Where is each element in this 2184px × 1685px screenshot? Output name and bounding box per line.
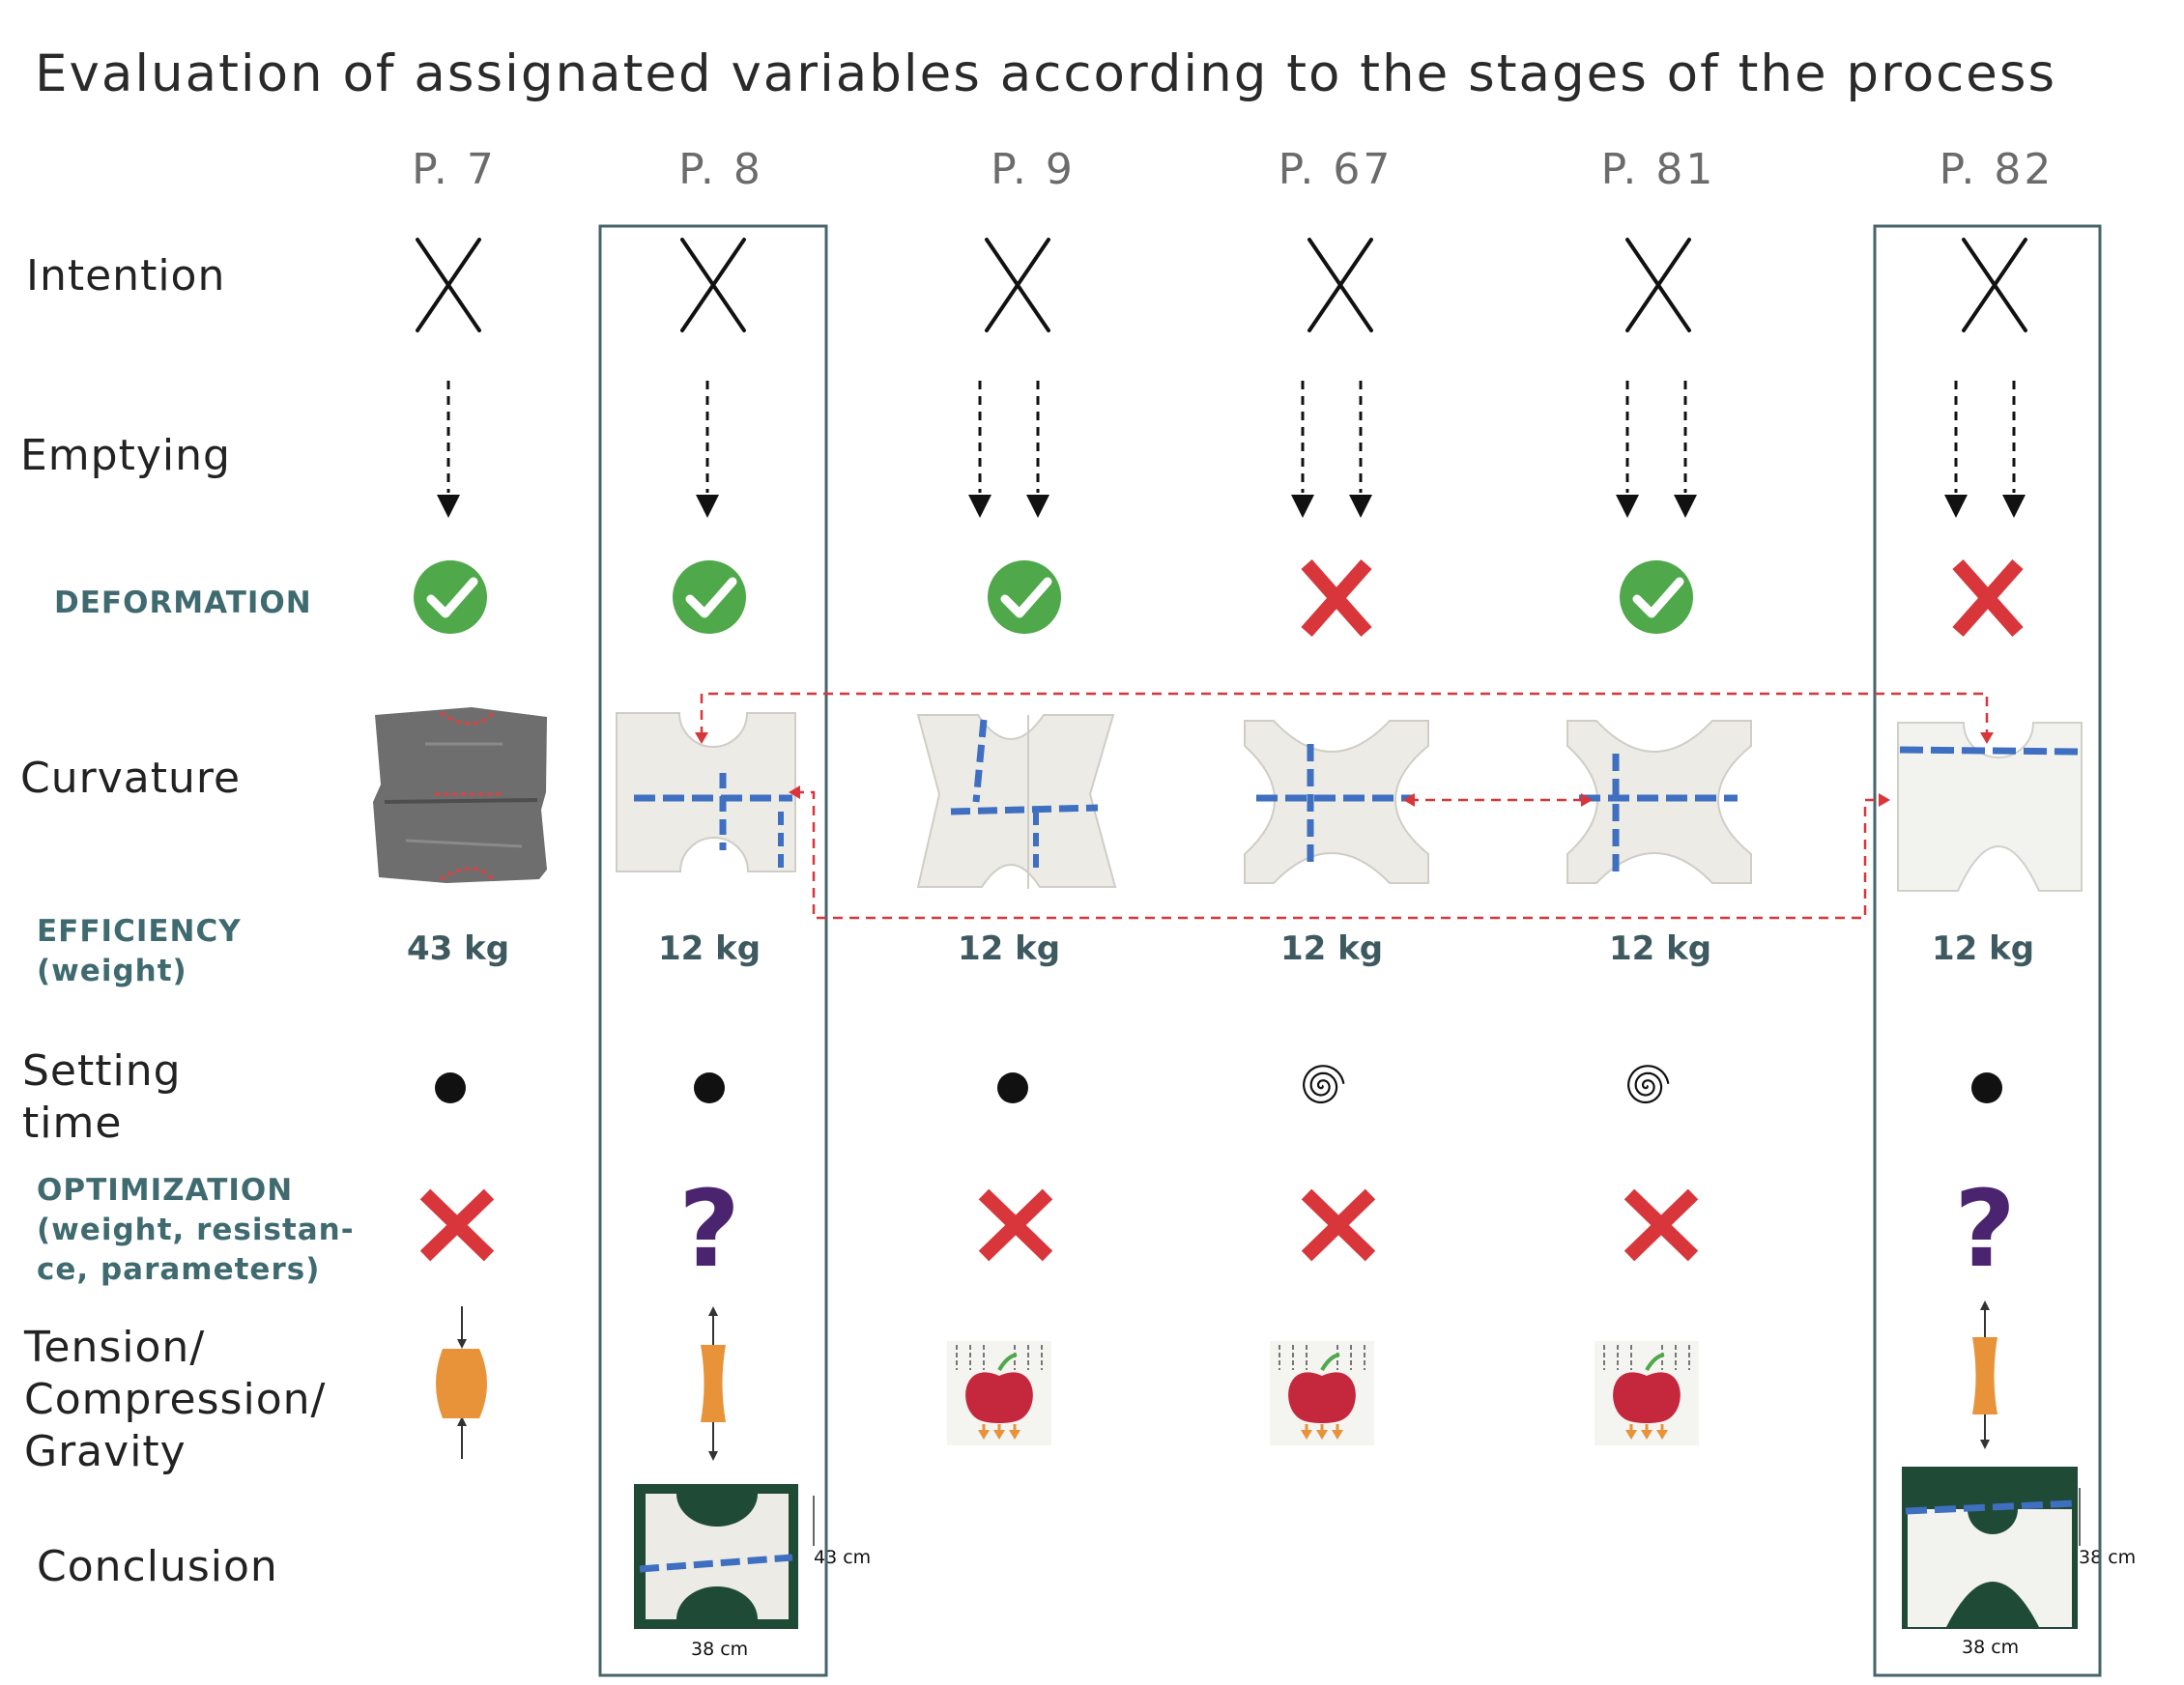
weight-p8: 12 kg <box>657 929 762 968</box>
row-label-optimization: OPTIMIZATION (weight, resistan- ce, para… <box>37 1173 355 1287</box>
column-header-p81: P. 81 <box>1600 145 1716 194</box>
conclusion-photo-p8 <box>634 1484 798 1629</box>
emptying-arrow-p9-2 <box>1026 381 1049 518</box>
emptying-arrow-p67-1 <box>1291 381 1314 518</box>
setting-dot-icon-p9 <box>997 1072 1028 1103</box>
dimension-p8-width: 38 cm <box>691 1639 749 1660</box>
setting-dot-icon-p8 <box>694 1072 725 1103</box>
row-label-intention: Intention <box>26 251 226 300</box>
deformation-cross-icon-p82 <box>1952 559 2024 637</box>
optimization-question-icon-p82: ? <box>1954 1167 2016 1291</box>
intention-x-icons <box>416 238 2027 332</box>
row-label-emptying: Emptying <box>20 431 231 480</box>
curvature-photo-p67 <box>1244 720 1429 884</box>
intention-x-p7 <box>416 238 481 332</box>
emptying-arrow-p81-1 <box>1616 381 1639 518</box>
setting-spiral-icon-p81 <box>1626 1065 1670 1104</box>
optimization-cross-icon-p81 <box>1624 1188 1699 1262</box>
curvature-photo-p8 <box>616 712 796 872</box>
weight-p9: 12 kg <box>957 929 1061 968</box>
curvature-photo-p81 <box>1566 720 1752 884</box>
row-label-conclusion: Conclusion <box>37 1542 278 1591</box>
row-label-curvature: Curvature <box>20 754 242 803</box>
intention-x-p81 <box>1625 238 1691 332</box>
intention-x-p82 <box>1962 238 2027 332</box>
weight-p67: 12 kg <box>1279 929 1384 968</box>
intention-x-p9 <box>985 238 1050 332</box>
setting-dot-icon-p82 <box>1971 1072 2002 1103</box>
optimization-question-icon-p8: ? <box>678 1167 740 1291</box>
column-header-p7: P. 7 <box>412 145 497 194</box>
gravity-icon-p81 <box>1595 1341 1699 1445</box>
relation-arrowheads <box>695 732 1994 807</box>
dimension-p8-height: 43 cm <box>814 1547 872 1568</box>
column-header-p8: P. 8 <box>678 145 763 194</box>
optimization-cross-icon-p9 <box>978 1188 1053 1262</box>
emptying-arrow-p82-2 <box>2002 381 2026 518</box>
emptying-arrow-p67-2 <box>1349 381 1372 518</box>
dimension-p82-height: 38 cm <box>2079 1547 2137 1568</box>
deformation-check-icon-p9 <box>988 560 1061 634</box>
curvature-photo-p82 <box>1897 722 2083 892</box>
deformation-check-icon-p81 <box>1620 560 1693 634</box>
setting-dot-icon-p7 <box>435 1072 466 1103</box>
optimization-cross-icon-p67 <box>1301 1188 1376 1262</box>
gravity-icon-p67 <box>1270 1341 1374 1445</box>
row-label-efficiency: EFFICIENCY (weight) <box>37 914 242 988</box>
curvature-photo-p7 <box>373 707 547 883</box>
emptying-arrow-p8-1 <box>696 381 719 518</box>
emptying-arrow-p81-2 <box>1674 381 1697 518</box>
diagram-title: Evaluation of assignated variables accor… <box>35 44 2057 103</box>
relation-lines <box>700 692 1989 920</box>
gravity-icon-p9 <box>947 1341 1051 1445</box>
tension-icon-p82 <box>1972 1300 1997 1449</box>
emptying-arrow-p82-1 <box>1944 381 1968 518</box>
row-label-deformation: DEFORMATION <box>54 585 312 620</box>
emptying-arrow-p9-1 <box>968 381 991 518</box>
relation-line-p8-p82-lower <box>794 790 1882 920</box>
tension-icon-p8 <box>701 1306 726 1461</box>
column-header-p67: P. 67 <box>1278 145 1394 194</box>
setting-spiral-icon-p67 <box>1302 1065 1345 1104</box>
deformation-check-icon-p8 <box>673 560 746 634</box>
deformation-check-icon-p7 <box>414 560 487 634</box>
column-header-p82: P. 82 <box>1939 145 2055 194</box>
optimization-cross-icon-p7 <box>419 1188 495 1262</box>
column-header-p9: P. 9 <box>991 145 1076 194</box>
compression-icon-p7 <box>436 1306 487 1459</box>
intention-x-p67 <box>1308 238 1373 332</box>
emptying-arrows <box>437 381 2026 518</box>
row-label-forces: Tension/ Compression/ Gravity <box>24 1323 327 1476</box>
emptying-arrow-p7-1 <box>437 381 460 518</box>
intention-x-p8 <box>680 238 746 332</box>
curvature-photo-p9 <box>916 714 1117 889</box>
relation-line-p8-p82 <box>700 692 1989 736</box>
weight-p82: 12 kg <box>1931 929 2035 968</box>
dimension-p82-width: 38 cm <box>1962 1637 2020 1658</box>
row-label-setting-time: Setting time <box>22 1046 182 1148</box>
weight-p7: 43 kg <box>406 929 510 968</box>
deformation-cross-icon-p67 <box>1301 559 1372 637</box>
weight-p81: 12 kg <box>1608 929 1712 968</box>
conclusion-photo-p82 <box>1902 1467 2078 1629</box>
